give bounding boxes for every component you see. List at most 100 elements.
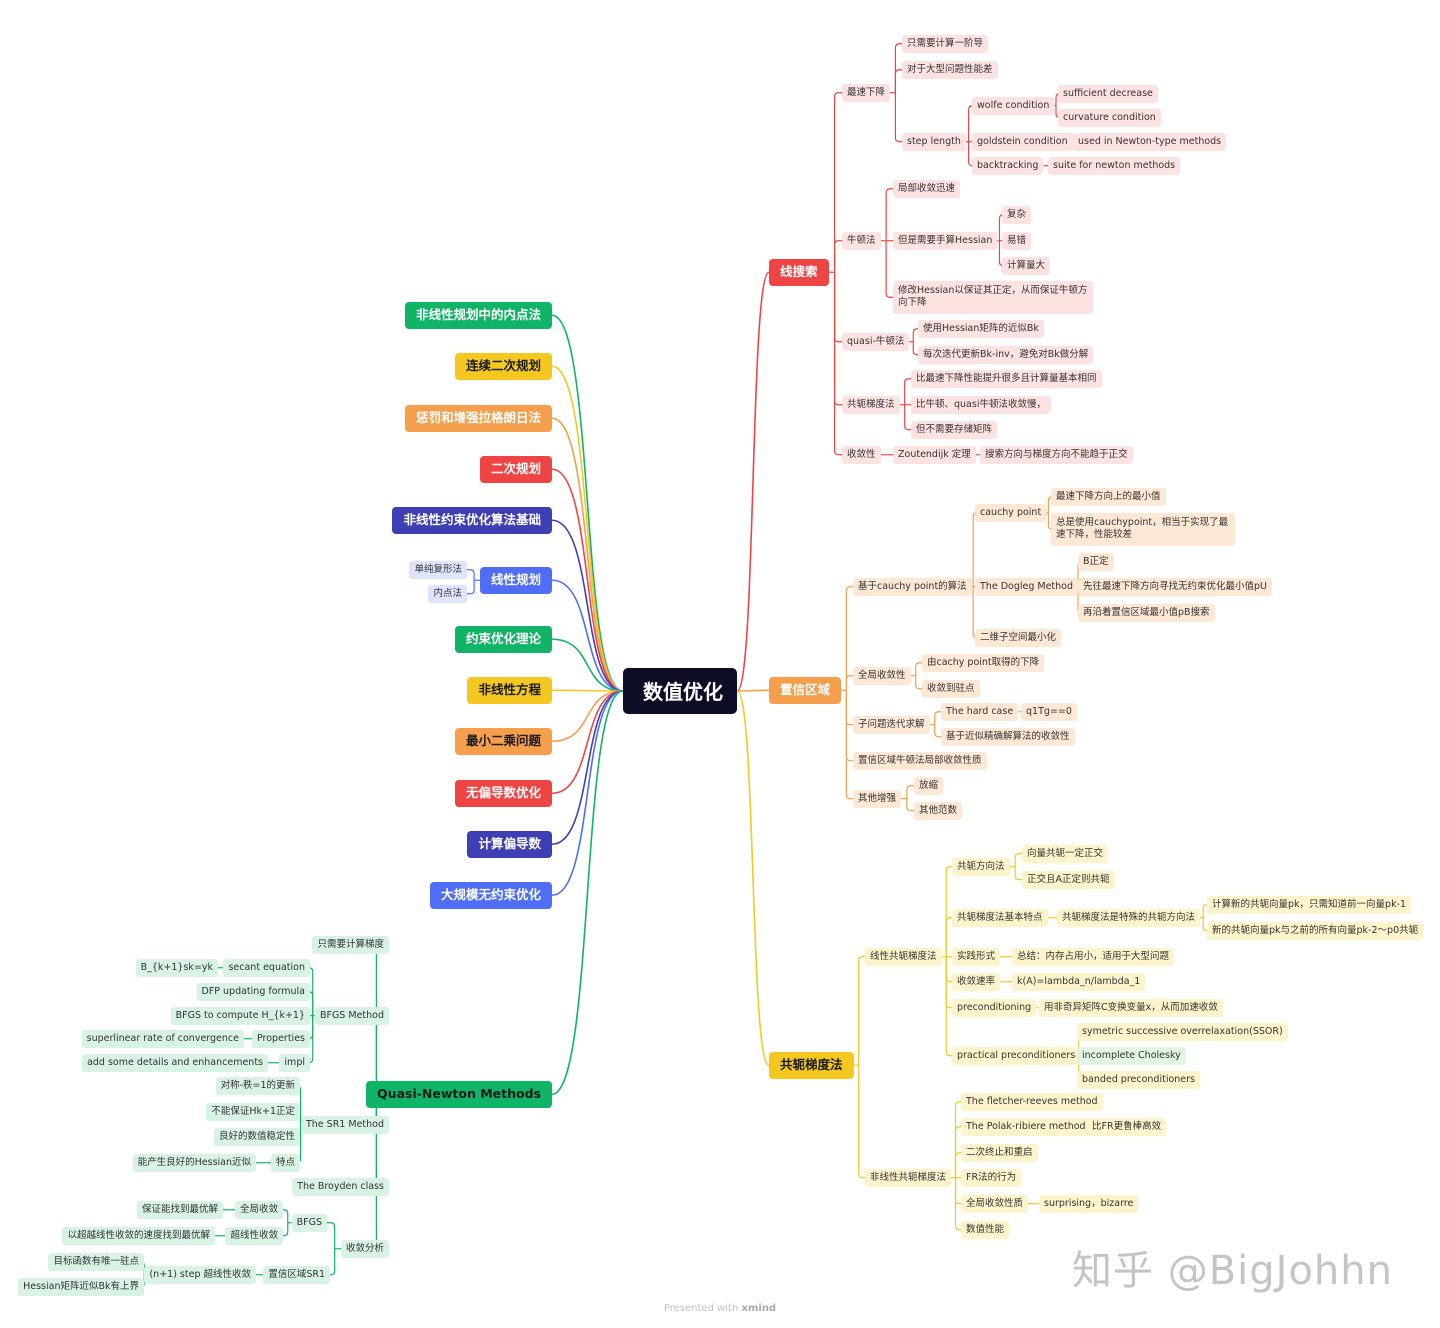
topic-suite-newton[interactable]: suite for newton methods: [1048, 157, 1181, 175]
topic-cg-special[interactable]: 共轭梯度法是特殊的共轭方向法: [1057, 909, 1201, 927]
topic-cauchy-min[interactable]: 最速下降方向上的最小值: [1051, 488, 1166, 506]
topic-broyden[interactable]: The Broyden class: [292, 1178, 389, 1196]
branch-derivative-free[interactable]: 无偏导数优化: [454, 780, 552, 807]
topic-scale[interactable]: 放缩: [914, 777, 944, 795]
branch-trust-region[interactable]: 置信区域: [769, 677, 842, 704]
topic-bfgs-method[interactable]: BFGS Method: [314, 1007, 389, 1025]
topic-numeric-perf[interactable]: 数值性能: [961, 1221, 1010, 1239]
topic-add-details[interactable]: add some details and enhancements: [82, 1054, 268, 1072]
topic-cg-better[interactable]: 比最速下降性能提升很多且计算量基本相同: [911, 370, 1102, 388]
topic-superlinear-speed[interactable]: 以超越线性收敛的速度找到最优解: [62, 1227, 215, 1245]
topic-complex[interactable]: 复杂: [1002, 206, 1032, 224]
topic-practical-precond[interactable]: practical preconditioners: [952, 1047, 1081, 1065]
topic-guarantee-optimal[interactable]: 保证能找到最优解: [136, 1201, 223, 1219]
topic-good-hessian[interactable]: 能产生良好的Hessian近似: [132, 1154, 256, 1172]
topic-impl[interactable]: impl: [279, 1054, 310, 1072]
topic-pr-robust[interactable]: 比FR更鲁棒高效: [1087, 1118, 1167, 1136]
topic-pb[interactable]: 再沿着置信区域最小值pB搜索: [1078, 604, 1215, 622]
topic-preconditioning[interactable]: preconditioning: [952, 999, 1037, 1017]
root-topic[interactable]: 数值优化: [623, 668, 737, 714]
topic-cauchy-point[interactable]: cauchy point: [975, 504, 1047, 522]
topic-stable[interactable]: 良好的数值稳定性: [213, 1128, 300, 1146]
topic-secant[interactable]: secant equation: [223, 959, 310, 977]
topic-nonlinear-cg[interactable]: 非线性共轭梯度法: [865, 1169, 952, 1187]
topic-rate[interactable]: 收敛速率: [952, 973, 1001, 991]
topic-superlinear-rate[interactable]: superlinear rate of convergence: [81, 1030, 244, 1048]
topic-orth-pd[interactable]: 正交且A正定则共轭: [1022, 871, 1115, 889]
topic-lp-interior[interactable]: 内点法: [428, 585, 467, 603]
branch-penalty[interactable]: 惩罚和增强拉格朗日法: [404, 405, 552, 432]
topic-cg-slower[interactable]: 比牛顿、quasi牛顿法收敛慢，: [911, 396, 1051, 414]
topic-pk-calc[interactable]: 计算新的共轭向量pk，只需知道前一向量pk-1: [1207, 896, 1412, 914]
topic-pu[interactable]: 先往最速下降方向寻找无约束优化最小值pU: [1078, 578, 1272, 596]
topic-unique-stationary[interactable]: 目标函数有唯一驻点: [48, 1253, 144, 1271]
topic-quasi-newton[interactable]: quasi-牛顿法: [842, 333, 910, 351]
topic-local-fast[interactable]: 局部收敛迅速: [893, 180, 961, 198]
topic-cauchy-decrease[interactable]: 由cachy point取得的下降: [922, 654, 1045, 672]
topic-approx-exact[interactable]: 基于近似精确解算法的收敛性: [941, 728, 1075, 746]
topic-stationary[interactable]: 收敛到驻点: [922, 680, 980, 698]
branch-large-scale[interactable]: 大规模无约束优化: [429, 882, 552, 909]
topic-enhance[interactable]: 其他增强: [853, 790, 902, 808]
topic-cauchy-note[interactable]: 总是使用cauchypoint，相当于实现了最速下降，性能较差: [1051, 513, 1235, 546]
topic-dogleg[interactable]: The Dogleg Method: [975, 578, 1079, 596]
topic-error-prone[interactable]: 易错: [1002, 232, 1032, 250]
topic-step-length[interactable]: step length: [902, 133, 966, 151]
topic-superlinear-conv[interactable]: 超线性收敛: [225, 1227, 283, 1245]
topic-grad-only[interactable]: 只需要计算梯度: [312, 936, 389, 954]
topic-curvature[interactable]: curvature condition: [1058, 109, 1161, 127]
branch-quasi-newton-methods[interactable]: Quasi-Newton Methods: [366, 1081, 552, 1108]
topic-global-conv-qn[interactable]: 全局收敛: [234, 1201, 283, 1219]
topic-heavy-compute[interactable]: 计算量大: [1002, 257, 1051, 275]
topic-subproblem[interactable]: 子问题迭代求解: [853, 716, 930, 734]
topic-approx-bk[interactable]: 使用Hessian矩阵的近似Bk: [918, 320, 1044, 338]
topic-linear-cg[interactable]: 线性共轭梯度法: [865, 948, 942, 966]
topic-cg-no-store[interactable]: 但不需要存储矩阵: [911, 421, 998, 439]
topic-goldstein[interactable]: goldstein condition: [972, 133, 1073, 151]
branch-conjugate-gradient[interactable]: 共轭梯度法: [769, 1052, 854, 1079]
topic-wolfe[interactable]: wolfe condition: [972, 97, 1055, 115]
topic-restart[interactable]: 二次终止和重启: [961, 1144, 1038, 1162]
topic-convergence-analysis[interactable]: 收敛分析: [340, 1240, 389, 1258]
topic-gradient-only[interactable]: 只需要计算一阶导: [902, 35, 989, 53]
topic-convergence-line[interactable]: 收敛性: [842, 446, 881, 464]
topic-surprising[interactable]: surprising，bizarre: [1039, 1195, 1139, 1213]
topic-modify-hessian[interactable]: 修改Hessian以保证其正定，从而保证牛顿方向下降: [893, 281, 1093, 314]
topic-cauchy-algo[interactable]: 基于cauchy point的算法: [853, 578, 972, 596]
topic-dfp[interactable]: DFP updating formula: [196, 983, 310, 1001]
topic-newton[interactable]: 牛顿法: [842, 232, 881, 250]
topic-backtracking[interactable]: backtracking: [972, 157, 1044, 175]
topic-pk-new[interactable]: 新的共轭向量pk与之前的所有向量pk-2～p0共轭: [1207, 922, 1424, 940]
topic-q1tg[interactable]: q1Tg==0: [1021, 703, 1077, 721]
topic-bfgs-compute[interactable]: BFGS to compute H_{k+1}: [170, 1007, 310, 1025]
topic-n1-step[interactable]: (n+1) step 超线性收敛: [144, 1266, 256, 1284]
topic-global-conv[interactable]: 全局收敛性: [853, 667, 911, 685]
topic-banded[interactable]: banded preconditioners: [1077, 1071, 1200, 1089]
topic-newton-type[interactable]: used in Newton-type methods: [1073, 133, 1227, 151]
topic-b-pd[interactable]: B正定: [1078, 553, 1114, 571]
topic-sr1-method[interactable]: The SR1 Method: [300, 1116, 389, 1134]
branch-nonlinear-basics[interactable]: 非线性约束优化算法基础: [392, 507, 552, 534]
topic-ssor[interactable]: symetric successive overrelaxation(SSOR): [1077, 1023, 1288, 1041]
topic-bk-bounded[interactable]: Hessian矩阵近似Bk有上界: [18, 1278, 144, 1296]
topic-kappa[interactable]: k(A)=lambda_n/lambda_1: [1012, 973, 1146, 991]
topic-2d-subspace[interactable]: 二维子空间最小化: [975, 629, 1062, 647]
topic-hessian-manual[interactable]: 但是需要手算Hessian: [893, 232, 998, 250]
branch-nonlinear-equations[interactable]: 非线性方程: [467, 677, 552, 704]
topic-update-bkinv[interactable]: 每次迭代更新Bk-inv，避免对Bk做分解: [918, 346, 1094, 364]
branch-interior-point-nlp[interactable]: 非线性规划中的内点法: [404, 302, 552, 329]
topic-rank1[interactable]: 对称-秩=1的更新: [215, 1077, 300, 1095]
topic-fletcher-reeves[interactable]: The fletcher-reeves method: [961, 1093, 1103, 1111]
topic-practice[interactable]: 实践形式: [952, 948, 1001, 966]
topic-conj-direction[interactable]: 共轭方向法: [952, 858, 1010, 876]
topic-feature[interactable]: 特点: [270, 1154, 300, 1172]
topic-zoutendijk[interactable]: Zoutendijk 定理: [893, 446, 976, 464]
topic-not-orthogonal[interactable]: 搜索方向与梯度方向不能趋于正交: [980, 446, 1133, 464]
topic-poor-large[interactable]: 对于大型问题性能差: [902, 61, 998, 79]
branch-linear-programming[interactable]: 线性规划: [479, 567, 552, 594]
topic-global-nl[interactable]: 全局收敛性质: [961, 1195, 1029, 1213]
branch-least-squares[interactable]: 最小二乘问题: [454, 728, 552, 755]
topic-steepest-descent[interactable]: 最速下降: [842, 84, 891, 102]
branch-sqp[interactable]: 连续二次规划: [454, 353, 552, 380]
topic-bfgs-conv[interactable]: BFGS: [291, 1214, 327, 1232]
